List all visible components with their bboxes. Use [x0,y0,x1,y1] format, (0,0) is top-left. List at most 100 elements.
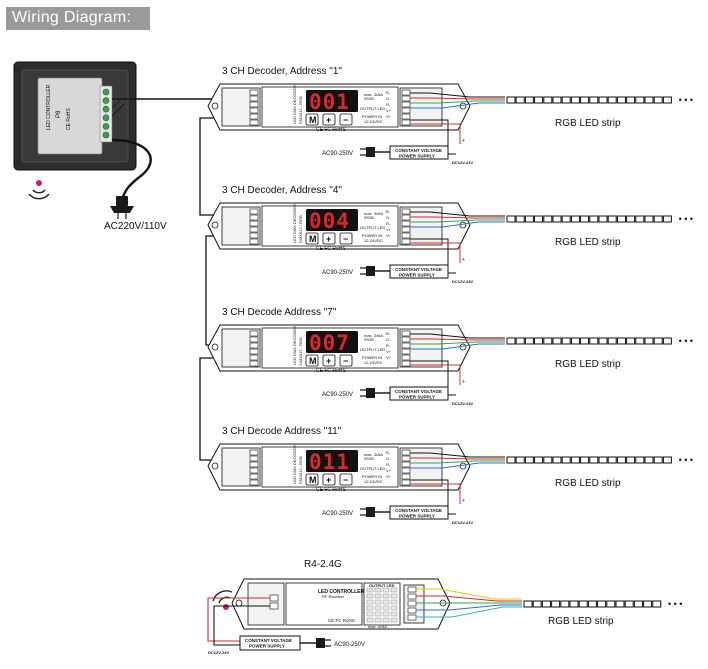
decoder-subtitle: DMX512 - RGB [298,456,303,484]
wireless-signal-icon [212,590,233,610]
output-grid-cell [374,587,382,593]
output-pin-label: G- [386,215,391,220]
output-terminal [401,479,411,486]
led-chip [541,600,551,608]
decoder-button [339,473,353,486]
led-chip [570,96,580,104]
led-chip [534,215,544,223]
address-digits: 007 [309,331,350,355]
led-chip [578,600,588,608]
decoder-button [322,473,336,486]
power-supply-text: CONSTANT VOLTAGE [395,389,442,394]
input-terminal [249,107,259,114]
panel-terminal [102,88,110,96]
output-pin-label: R- [386,221,391,226]
output-terminal [407,614,417,621]
input-terminal [249,101,259,108]
output-pin-label: V+ [386,108,392,113]
output-terminal [401,360,411,367]
led-chip [552,337,562,345]
decoder-button-label: + [326,234,331,244]
led-chip [662,96,672,104]
led-chip [589,456,599,464]
panel-marks: CE RoHS [66,108,72,130]
decoder-subtitle: DMX512 - RGB [298,337,303,365]
decoder-button [322,232,336,245]
decoder-marks: CE FC RoHS [316,368,346,374]
led-chip [524,337,534,345]
output-terminal [401,208,411,215]
dc-label: DC12V-24V [452,160,473,165]
led-chip [524,456,534,464]
led-chip [598,215,608,223]
ac-label: AC90-250V [322,392,353,398]
dc-label: DC12V-24V [452,279,473,284]
panel-terminal [102,114,110,122]
led-chip [543,215,553,223]
led-chip [561,96,571,104]
led-chip [626,215,636,223]
input-terminal [249,226,259,233]
power-cord [110,138,152,219]
output-pin-label: B- [386,209,391,214]
panel-model: P8 [56,110,62,118]
led-chip [534,96,544,104]
led-chip [587,600,597,608]
led-chip [662,456,672,464]
output-led-label: OUTPUT LED [360,225,385,230]
output-grid-cell [374,611,382,617]
input-terminal [249,455,259,462]
output-grid-cell [366,605,374,611]
power-label: AC220V/110V [104,221,167,232]
output-wire [410,343,505,350]
address-display [306,450,358,472]
mount-hole [211,102,219,110]
decoder-heading: 3 CH Decode Address "7" [222,307,337,318]
power-supply-text: CONSTANT VOLTAGE [395,508,442,513]
led-chip [635,337,645,345]
led-chip [616,456,626,464]
led-chip [506,337,516,345]
panel-terminal [102,97,110,104]
output-grid-cell [390,617,398,623]
output-grid-cell [382,605,390,611]
led-chip [506,456,516,464]
input-terminal [249,360,259,367]
output-pin-label: V+ [386,355,392,360]
led-chip [534,337,544,345]
input-terminal [249,348,259,355]
strip-continuation: • • • [679,214,693,224]
output-terminal [407,586,417,593]
output-pin-label: V+ [386,349,392,354]
output-terminal [401,449,411,456]
panel-label: LED CONTROLLER [46,84,52,130]
decoder-button-label: M [309,356,317,366]
output-terminal [407,593,417,600]
decoder-heading: 3 CH Decoder, Address "1" [222,66,342,77]
decoder-button-label: − [343,115,348,125]
led-chip [561,215,571,223]
output-grid-cell [366,593,374,599]
output-grid-cell [366,611,374,617]
output-pin-label: R- [386,462,391,467]
led-chip [635,96,645,104]
led-chip [607,215,617,223]
output-grid-cell [382,599,390,605]
decoder-button [322,113,336,126]
led-chip [644,337,654,345]
psu-wire [410,119,449,154]
decoder-button-label: + [326,356,331,366]
led-chip [552,215,562,223]
polarity-mark: + [462,138,465,144]
psu-wire [410,242,461,263]
input-terminal [249,220,259,227]
wireless-signal-icon [28,180,50,200]
decoder-button [305,113,319,126]
input-terminal-block [247,582,285,626]
output-wire [416,595,522,602]
signal-arc [212,590,233,602]
input-terminal [249,95,259,102]
power-spec-label: 12-24VDC [364,119,383,124]
led-chip [523,600,533,608]
decoder-product: LED DMX DECODER [292,204,297,243]
